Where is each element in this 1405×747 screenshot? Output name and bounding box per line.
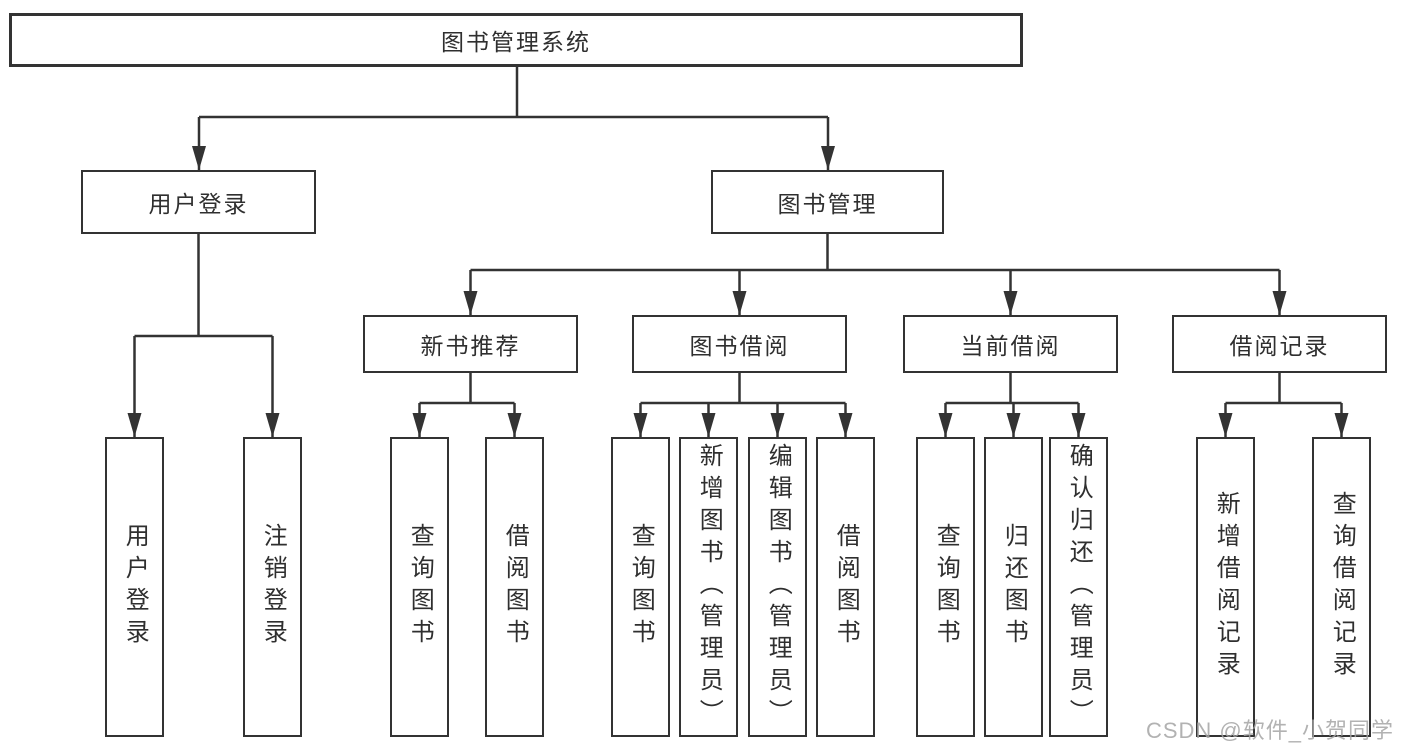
node-borrowing-records: 借阅记录 [1172, 315, 1387, 373]
node-new-book-recommend: 新书推荐 [363, 315, 578, 373]
leaf-label: 借阅图书 [832, 523, 860, 651]
leaf-label: 查询图书 [406, 523, 434, 651]
node-current-borrowing: 当前借阅 [903, 315, 1118, 373]
node-add-books-admin: 新增图书（管理员） [679, 437, 738, 737]
node-label: 新书推荐 [420, 333, 521, 359]
leaf-label: 借阅图书 [501, 523, 529, 651]
connector-book-borrowing-to-leaves [633, 373, 853, 437]
node-label: 借阅记录 [1229, 333, 1330, 359]
leaf-label: 编辑图书（管理员） [764, 443, 792, 731]
leaf-label: 注销登录 [259, 523, 287, 651]
connector-current-borrowing-to-leaves [938, 373, 1086, 437]
node-logout: 注销登录 [243, 437, 302, 737]
node-return-books: 归还图书 [984, 437, 1043, 737]
connector-borrowing-records-to-leaves [1218, 373, 1349, 437]
leaf-label: 确认归还（管理员） [1065, 443, 1093, 731]
node-query-books-borrowing: 查询图书 [611, 437, 670, 737]
leaf-label: 归还图书 [1000, 523, 1028, 651]
node-root-library-system: 图书管理系统 [9, 13, 1023, 67]
node-add-borrow-record: 新增借阅记录 [1196, 437, 1255, 737]
node-book-borrowing: 图书借阅 [632, 315, 847, 373]
node-query-borrow-record: 查询借阅记录 [1312, 437, 1371, 737]
node-borrow-books-recommend: 借阅图书 [485, 437, 544, 737]
connector-new-book-recommend-to-leaves [412, 373, 522, 437]
node-label: 用户登录 [148, 191, 249, 217]
leaf-label: 新增图书（管理员） [695, 443, 723, 731]
leaf-label: 查询图书 [627, 523, 655, 651]
node-confirm-return-admin: 确认归还（管理员） [1049, 437, 1108, 737]
connector-book-management-to-sections [463, 234, 1287, 315]
leaf-label: 查询图书 [932, 523, 960, 651]
node-book-management: 图书管理 [711, 170, 944, 234]
node-edit-books-admin: 编辑图书（管理员） [748, 437, 807, 737]
connector-user-login-to-leaves [127, 234, 280, 437]
node-query-books-recommend: 查询图书 [390, 437, 449, 737]
node-user-login-branch: 用户登录 [81, 170, 316, 234]
node-root-label: 图书管理系统 [441, 29, 591, 55]
csdn-watermark: CSDN @软件_小贺同学 [1145, 718, 1394, 743]
node-label: 当前借阅 [960, 333, 1061, 359]
leaf-label: 查询借阅记录 [1328, 491, 1356, 683]
node-borrow-books-borrowing: 借阅图书 [816, 437, 875, 737]
node-query-books-current: 查询图书 [916, 437, 975, 737]
node-label: 图书管理 [777, 191, 878, 217]
node-user-login-leaf: 用户登录 [105, 437, 164, 737]
node-label: 图书借阅 [689, 333, 790, 359]
leaf-label: 用户登录 [121, 523, 149, 651]
leaf-label: 新增借阅记录 [1212, 491, 1240, 683]
connector-root-to-branches [192, 67, 835, 170]
